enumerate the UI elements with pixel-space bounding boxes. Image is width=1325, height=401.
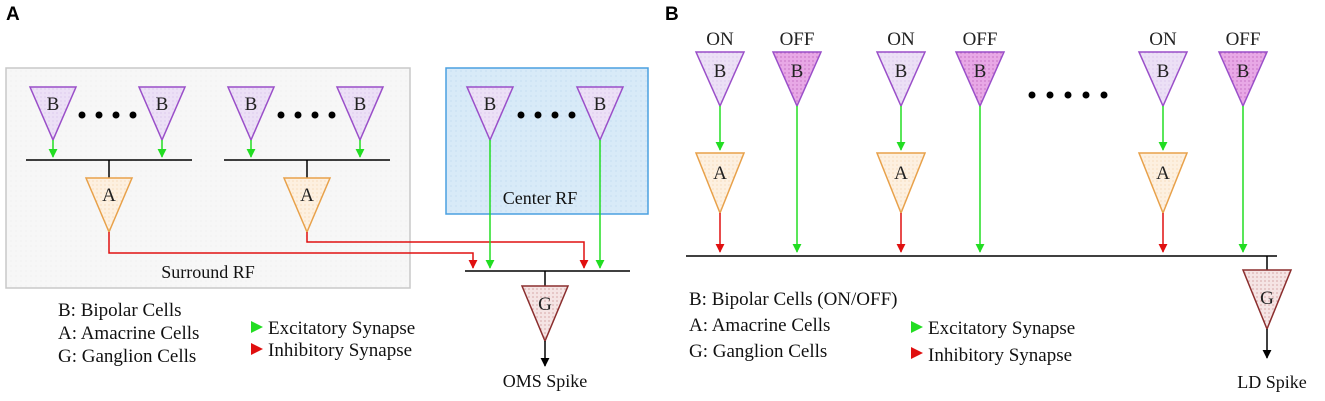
panel-b: B ON B A OFF B ON B A OFF B ON B bbox=[665, 4, 1307, 392]
bipolar-cell bbox=[137, 86, 187, 142]
on-label: ON bbox=[887, 29, 915, 50]
bipolar-cell bbox=[28, 86, 78, 142]
panel-a-letter: A bbox=[6, 4, 20, 25]
off-label: OFF bbox=[963, 29, 998, 50]
amacrine-label: A bbox=[894, 163, 908, 184]
amacrine-label: A bbox=[713, 163, 727, 184]
bipolar-cell bbox=[335, 86, 385, 142]
center-rf-label: Center RF bbox=[503, 188, 578, 208]
off-label: OFF bbox=[1226, 29, 1261, 50]
amacrine-label: A bbox=[300, 185, 314, 206]
inhibitory-synapse bbox=[306, 232, 589, 269]
ellipsis-dots bbox=[277, 111, 336, 119]
bipolar-on-cell bbox=[875, 51, 927, 108]
on-label: ON bbox=[1149, 29, 1177, 50]
panel-b-letter: B bbox=[665, 4, 679, 25]
bipolar-on-cell bbox=[1137, 51, 1189, 108]
excitatory-legend-icon bbox=[251, 321, 263, 333]
amacrine-cell bbox=[875, 152, 927, 216]
amacrine-cell bbox=[282, 177, 332, 234]
legend-b: B: Bipolar Cells (ON/OFF) A: Amacrine Ce… bbox=[689, 289, 1075, 366]
surround-rf-label: Surround RF bbox=[161, 262, 255, 282]
bipolar-off-cell bbox=[1217, 51, 1269, 108]
amacrine-cell bbox=[1137, 152, 1189, 216]
surround-group-1: B B A bbox=[26, 86, 192, 234]
ganglion-cell bbox=[1241, 269, 1293, 331]
legend-ganglion: G: Ganglion Cells bbox=[689, 341, 827, 362]
amacrine-label: A bbox=[102, 185, 116, 206]
panel-a: A B B A B B bbox=[5, 4, 649, 391]
ganglion-label: G bbox=[538, 294, 552, 315]
inhibitory-synapse bbox=[108, 232, 478, 269]
amacrine-label: A bbox=[1156, 163, 1170, 184]
off-label: OFF bbox=[780, 29, 815, 50]
bipolar-label: B bbox=[1157, 61, 1170, 82]
bipolar-off-cell bbox=[954, 51, 1006, 108]
bipolar-label: B bbox=[245, 94, 258, 115]
bipolar-label: B bbox=[1237, 61, 1250, 82]
bipolar-label: B bbox=[714, 61, 727, 82]
surround-rf-box bbox=[5, 67, 411, 289]
bipolar-on-cell bbox=[694, 51, 746, 108]
legend-bipolar: B: Bipolar Cells (ON/OFF) bbox=[689, 289, 897, 310]
ellipsis-dots bbox=[1028, 91, 1108, 99]
legend-amacrine: A: Amacrine Cells bbox=[58, 323, 199, 344]
bipolar-label: B bbox=[354, 94, 367, 115]
bipolar-label: B bbox=[895, 61, 908, 82]
oms-spike-label: OMS Spike bbox=[503, 371, 588, 391]
legend-inhibitory: Inhibitory Synapse bbox=[268, 340, 412, 361]
bipolar-cell bbox=[226, 86, 276, 142]
ellipsis-dots bbox=[78, 111, 137, 119]
inhibitory-legend-icon bbox=[911, 347, 923, 359]
ld-spike-label: LD Spike bbox=[1237, 372, 1307, 392]
legend-ganglion: G: Ganglion Cells bbox=[58, 346, 196, 367]
ellipsis-dots bbox=[517, 111, 576, 119]
legend-bipolar: B: Bipolar Cells bbox=[58, 300, 182, 321]
inhibitory-legend-icon bbox=[251, 343, 263, 355]
surround-group-2: B B A bbox=[224, 86, 390, 234]
bipolar-label: B bbox=[484, 94, 497, 115]
legend-a: B: Bipolar Cells A: Amacrine Cells G: Ga… bbox=[58, 300, 415, 367]
bipolar-cell bbox=[465, 86, 515, 142]
amacrine-cell bbox=[84, 177, 134, 234]
bipolar-label: B bbox=[156, 94, 169, 115]
bipolar-label: B bbox=[974, 61, 987, 82]
legend-excitatory: Excitatory Synapse bbox=[268, 318, 415, 339]
bipolar-off-cell bbox=[771, 51, 823, 108]
bipolar-label: B bbox=[594, 94, 607, 115]
bipolar-label: B bbox=[47, 94, 60, 115]
ganglion-cell bbox=[520, 285, 570, 343]
legend-excitatory: Excitatory Synapse bbox=[928, 318, 1075, 339]
bipolar-cell bbox=[575, 86, 625, 142]
on-label: ON bbox=[706, 29, 734, 50]
legend-inhibitory: Inhibitory Synapse bbox=[928, 345, 1072, 366]
amacrine-cell bbox=[694, 152, 746, 216]
ganglion-label: G bbox=[1260, 288, 1274, 309]
legend-amacrine: A: Amacrine Cells bbox=[689, 315, 830, 336]
center-group: B B Center RF bbox=[465, 86, 625, 208]
bipolar-label: B bbox=[791, 61, 804, 82]
excitatory-legend-icon bbox=[911, 321, 923, 333]
